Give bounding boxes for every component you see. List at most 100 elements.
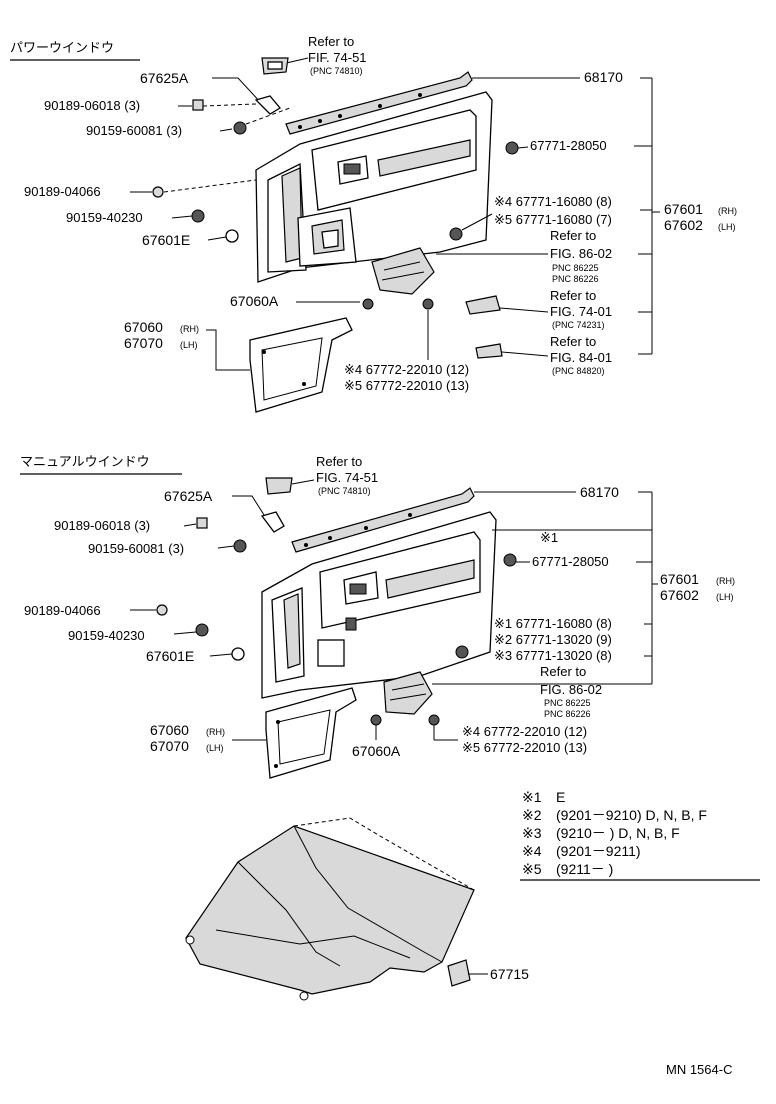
power-part-68170: 68170 [584, 69, 623, 85]
switch-bezel-part [261, 57, 289, 75]
clip-part [191, 209, 205, 223]
power-part-67602-side: (LH) [718, 222, 736, 232]
manual-part-67601e: 67601E [146, 648, 194, 664]
clip-part [455, 645, 469, 659]
power-refer-a-l3: (PNC 74810) [310, 66, 363, 76]
manual-refer-a-l3: (PNC 74810) [318, 486, 371, 496]
legend-text-5: (9211－ ) [556, 861, 613, 877]
legend-mark-4: ※4 [522, 843, 542, 859]
manual-part-67060: 67060 [150, 722, 189, 738]
clip-part [449, 227, 463, 241]
power-refer-d-l1: Refer to [550, 334, 596, 349]
manual-part-67602-side: (LH) [716, 592, 734, 602]
knob-part [475, 343, 503, 359]
manual-part-68170: 68170 [580, 484, 619, 500]
power-part-67070-side: (LH) [180, 340, 198, 350]
manual-part-67070: 67070 [150, 738, 189, 754]
speaker-grille [383, 671, 433, 715]
switch-bezel-part [265, 477, 315, 495]
manual-part-67601: 67601 [660, 571, 699, 587]
power-refer-b-l2: FIG. 86-02 [550, 246, 612, 261]
power-part-90159-40230: 90159-40230 [66, 210, 143, 225]
power-refer-a-l2: FIF. 74-51 [308, 50, 367, 65]
diagram-code: MN 1564-C [666, 1062, 732, 1077]
power-part-67060: 67060 [124, 319, 163, 335]
power-refer-d-l3: (PNC 84820) [552, 366, 605, 376]
power-refer-b-l3: PNC 86225 [552, 263, 599, 273]
manual-note-1: ※1 [540, 530, 558, 545]
legend-text-4: (9201－9211) [556, 843, 641, 859]
power-refer-c-l2: FIG. 74-01 [550, 304, 612, 319]
manual-part-67601-side: (RH) [716, 576, 735, 586]
manual-part-67771-13020-8: ※3 67771-13020 (8) [494, 648, 612, 663]
power-part-67625a: 67625A [140, 70, 189, 86]
manual-part-90159-40230: 90159-40230 [68, 628, 145, 643]
clip-part [503, 553, 517, 567]
manual-part-67060a: 67060A [352, 743, 401, 759]
handle-part [465, 295, 501, 315]
manual-part-67771-28050: 67771-28050 [532, 554, 609, 569]
power-refer-b-l1: Refer to [550, 228, 596, 243]
legend-mark-5: ※5 [522, 861, 542, 877]
power-part-67771-16080-8: ※4 67771-16080 (8) [494, 194, 612, 209]
clip-part [233, 107, 291, 135]
clip-part [370, 714, 382, 726]
clip-part [428, 714, 440, 726]
floor-part-67715: 67715 [490, 966, 529, 982]
legend-mark-1: ※1 [522, 789, 542, 805]
bracket-part [254, 95, 281, 115]
legend-text-2: (9201－9210) D, N, B, F [556, 807, 707, 823]
door-belt-moulding [291, 487, 475, 553]
floor-carpet-panel [185, 817, 475, 1001]
power-refer-b-l4: PNC 86226 [552, 274, 599, 284]
manual-refer-a-l1: Refer to [316, 454, 362, 469]
door-belt-moulding [285, 71, 473, 135]
power-part-67602: 67602 [664, 217, 703, 233]
screw-part [196, 517, 208, 529]
power-part-67601-side: (RH) [718, 206, 737, 216]
cap-part [231, 647, 245, 661]
power-part-90159-60081: 90159-60081 (3) [86, 123, 182, 138]
screw-part [156, 604, 168, 616]
clip-part [233, 539, 247, 553]
manual-part-67070-side: (LH) [206, 743, 224, 753]
manual-part-67771-16080: ※1 67771-16080 (8) [494, 616, 612, 631]
power-refer-a-l1: Refer to [308, 34, 354, 49]
manual-part-67772-12: ※4 67772-22010 (12) [462, 724, 587, 739]
applicability-legend: ※1 E ※2 (9201－9210) D, N, B, F ※3 (9210－… [520, 789, 760, 881]
bracket-part [260, 511, 285, 533]
manual-part-90159-60081: 90159-60081 (3) [88, 541, 184, 556]
power-part-67772-12: ※4 67772-22010 (12) [344, 362, 469, 377]
power-part-67060-side: (RH) [180, 324, 199, 334]
manual-window-heading: マニュアルウインドウ [20, 455, 150, 470]
manual-part-90189-06018: 90189-06018 (3) [54, 518, 150, 533]
power-door-trim-panel [255, 91, 493, 283]
manual-part-67771-13020-9: ※2 67771-13020 (9) [494, 632, 612, 647]
power-part-90189-06018: 90189-06018 (3) [44, 98, 140, 113]
clip-part [505, 141, 519, 155]
manual-refer-b-l1: Refer to [540, 664, 586, 679]
legend-text-3: (9210－ ) D, N, B, F [556, 825, 680, 841]
manual-part-67625a: 67625A [164, 488, 213, 504]
manual-door-trim-panel [261, 511, 497, 699]
manual-refer-a-l2: FIG. 74-51 [316, 470, 378, 485]
cap-part [225, 229, 239, 243]
power-refer-d-l2: FIG. 84-01 [550, 350, 612, 365]
door-pocket-panel [249, 317, 353, 413]
power-window-heading: パワーウインドウ [10, 41, 114, 56]
screw-part [152, 186, 164, 198]
power-part-67771-16080-7: ※5 67771-16080 (7) [494, 212, 612, 227]
clip-part [422, 298, 434, 310]
power-refer-c-l3: (PNC 74231) [552, 320, 605, 330]
door-pocket-panel [265, 687, 357, 779]
manual-part-90189-04066: 90189-04066 [24, 603, 101, 618]
screw-part [192, 99, 204, 111]
clip-part [195, 623, 209, 637]
manual-part-67772-13: ※5 67772-22010 (13) [462, 740, 587, 755]
floor-clip-part [447, 959, 471, 987]
manual-refer-b-l2: FIG. 86-02 [540, 682, 602, 697]
power-part-67771-28050: 67771-28050 [530, 138, 607, 153]
manual-part-67060-side: (RH) [206, 727, 225, 737]
clip-part [362, 298, 374, 310]
